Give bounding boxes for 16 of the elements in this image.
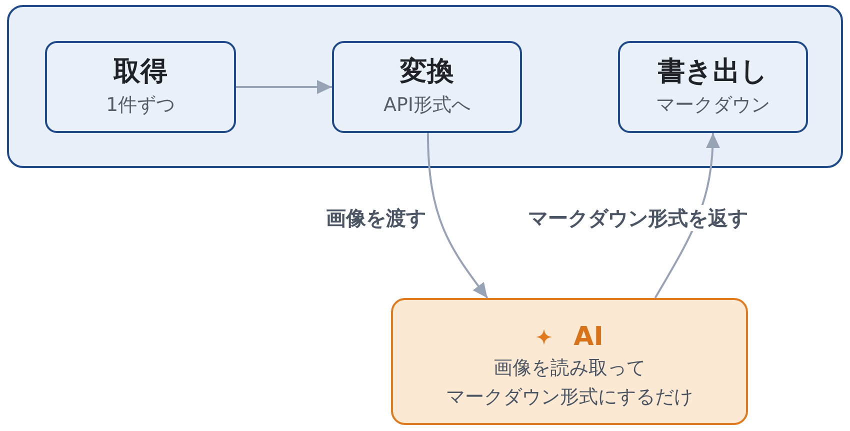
process-box — [332, 41, 522, 133]
node-subtitle: API形式へ — [383, 92, 471, 118]
process-box — [45, 41, 236, 133]
node-title: 取得 — [114, 54, 168, 88]
node-subtitle: マークダウン — [656, 92, 770, 118]
node-description: 画像を読み取って — [494, 356, 646, 381]
arrow — [236, 80, 332, 94]
node-title: 変換 — [400, 54, 454, 88]
highlight-box — [391, 298, 748, 425]
arrow — [426, 132, 488, 299]
node-title: AI — [574, 321, 604, 354]
node-title: 書き出し — [658, 54, 768, 88]
node-description: マークダウン形式にするだけ — [446, 385, 693, 410]
process-box — [618, 41, 808, 133]
container-panel — [7, 5, 843, 168]
node-subtitle: 1件ずつ — [106, 92, 176, 118]
